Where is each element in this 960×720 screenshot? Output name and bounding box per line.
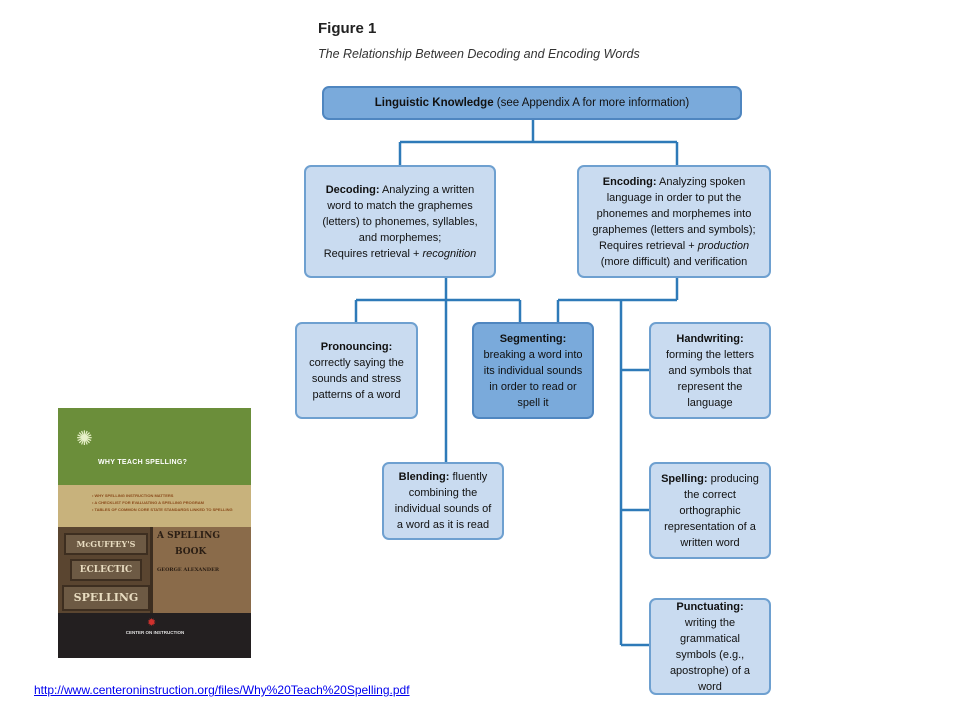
spelling-book: A SPELLING BOOK GEORGE ALEXANDER bbox=[150, 527, 251, 613]
cover-bullet: • A CHECKLIST FOR EVALUATING A SPELLING … bbox=[92, 500, 204, 505]
plaque-mcguffeys: McGUFFEY'S bbox=[64, 533, 148, 555]
node-spelling: Spelling: producing the correct orthogra… bbox=[649, 462, 771, 559]
node-decoding: Decoding: Analyzing a written word to ma… bbox=[304, 165, 496, 278]
node-linguistic-knowledge: Linguistic Knowledge (see Appendix A for… bbox=[322, 86, 742, 120]
plaque-spelling: SPELLING bbox=[62, 585, 150, 611]
node-punctuating: Punctuating: writing the grammatical sym… bbox=[649, 598, 771, 695]
node-encoding: Encoding: Analyzing spoken language in o… bbox=[577, 165, 771, 278]
cover-logo-text: CENTER ON INSTRUCTION bbox=[125, 630, 185, 635]
book-author: GEORGE ALEXANDER bbox=[157, 567, 220, 573]
cover-footer bbox=[58, 613, 251, 658]
source-link[interactable]: http://www.centeroninstruction.org/files… bbox=[34, 683, 410, 697]
figure-title: Figure 1 bbox=[318, 20, 377, 37]
star-icon: ✹ bbox=[147, 617, 157, 629]
cover-band bbox=[58, 485, 251, 527]
book-subtitle: BOOK bbox=[175, 547, 207, 557]
cover-bullets: • WHY SPELLING INSTRUCTION MATTERS • A C… bbox=[92, 492, 242, 513]
plaque-eclectic: ECLECTIC bbox=[70, 559, 142, 581]
node-pronouncing: Pronouncing:correctly saying the sounds … bbox=[295, 322, 418, 419]
cover-bullet: • TABLES OF COMMON CORE STATE STANDARDS … bbox=[92, 507, 233, 512]
node-handwriting: Handwriting:forming the letters and symb… bbox=[649, 322, 771, 419]
sun-icon: ✺ bbox=[76, 428, 93, 450]
cover-bullet: • WHY SPELLING INSTRUCTION MATTERS bbox=[92, 493, 174, 498]
figure-subtitle: The Relationship Between Decoding and En… bbox=[318, 47, 640, 61]
node-blending: Blending: fluently combining the individ… bbox=[382, 462, 504, 540]
book-cover-image: ✺ WHY TEACH SPELLING? • WHY SPELLING INS… bbox=[58, 408, 251, 658]
cover-photo: McGUFFEY'S ECLECTIC SPELLING A SPELLING … bbox=[58, 527, 251, 613]
cover-header bbox=[58, 408, 251, 485]
cover-title: WHY TEACH SPELLING? bbox=[98, 459, 188, 466]
book-title: A SPELLING bbox=[157, 531, 221, 541]
node-segmenting: Segmenting:breaking a word into its indi… bbox=[472, 322, 594, 419]
